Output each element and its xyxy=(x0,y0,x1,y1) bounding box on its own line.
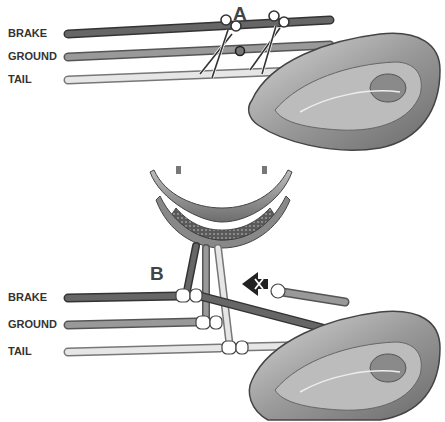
wire-name: BRAKE xyxy=(8,292,47,303)
wire-name: GROUND xyxy=(8,319,57,330)
led-light-bar xyxy=(150,166,292,248)
wire-name: BRAKE xyxy=(8,28,47,39)
butt-connectors xyxy=(176,284,285,354)
tail-light-top xyxy=(249,33,440,150)
wire-name: TAIL xyxy=(8,346,32,357)
no-connect-symbol xyxy=(242,272,268,296)
tail-light-bottom xyxy=(249,311,440,420)
wire-name: TAIL xyxy=(8,74,32,85)
wire-name: GROUND xyxy=(8,51,57,62)
callout-letter: A xyxy=(233,4,247,23)
callout-letter: B xyxy=(150,264,164,283)
